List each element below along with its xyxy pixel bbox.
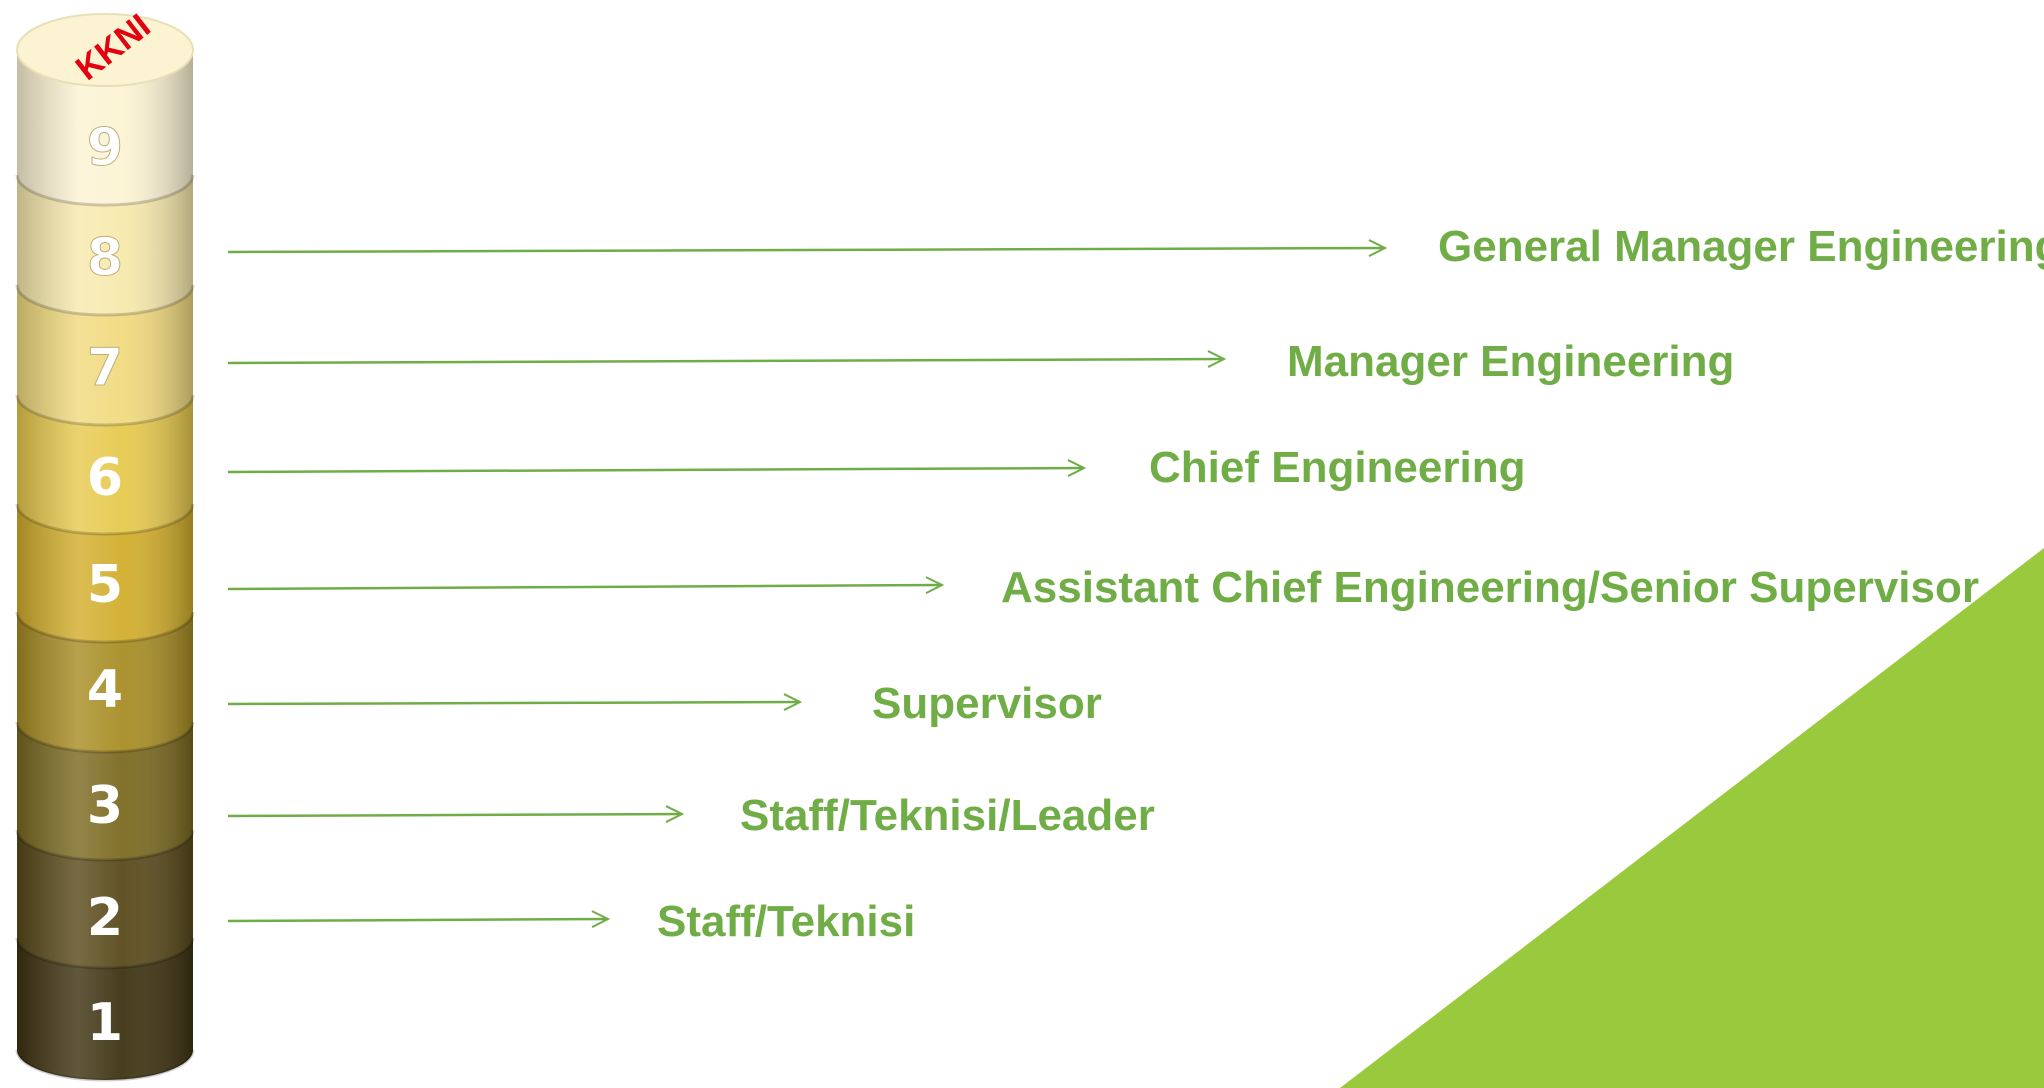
role-level-4: Supervisor <box>227 679 1102 728</box>
segment-shading <box>17 612 193 752</box>
corner-triangle <box>1340 548 2044 1088</box>
segment-rim <box>15 611 195 644</box>
segment-shading <box>17 50 193 205</box>
arrow-level-7 <box>227 359 1224 363</box>
arrow-level-3 <box>227 814 682 816</box>
level-number-5: 5 <box>87 555 123 615</box>
level-number-7: 7 <box>87 338 123 398</box>
arrow-level-6 <box>227 468 1084 472</box>
segment-rim <box>15 721 195 754</box>
segment-rim <box>15 394 195 427</box>
segment-shading <box>17 395 193 534</box>
segment-shading <box>17 175 193 315</box>
cylinder-segment-level-1 <box>15 938 195 1082</box>
role-level-7: Manager Engineering <box>227 337 1734 386</box>
level-number-4: 4 <box>87 660 123 720</box>
segment-rim <box>15 829 195 862</box>
role-label-level-6: Chief Engineering <box>1149 443 1525 492</box>
role-level-8: General Manager Engineering <box>227 222 2044 271</box>
segment-shading <box>17 722 193 860</box>
role-label-level-5: Assistant Chief Engineering/Senior Super… <box>1001 563 1979 612</box>
role-label-level-3: Staff/Teknisi/Leader <box>740 791 1155 840</box>
cylinder-top-cap <box>16 13 194 87</box>
role-label-level-4: Supervisor <box>872 679 1102 728</box>
level-number-2: 2 <box>87 888 123 948</box>
level-number-3: 3 <box>87 776 123 836</box>
role-arrows: Staff/Teknisi Staff/Teknisi/Leader Supervi… <box>227 222 2044 946</box>
segment-shading <box>17 938 193 1080</box>
level-number-8: 8 <box>87 228 123 288</box>
role-level-3: Staff/Teknisi/Leader <box>227 791 1155 840</box>
role-level-2: Staff/Teknisi <box>227 897 915 946</box>
role-label-level-2: Staff/Teknisi <box>657 897 915 946</box>
segment-shading <box>17 504 193 642</box>
segment-shading <box>17 830 193 968</box>
segment-rim <box>15 174 195 207</box>
cylinder-segment-level-6 <box>15 395 195 536</box>
role-level-6: Chief Engineering <box>227 443 1525 492</box>
cylinder-segment-level-5 <box>15 504 195 644</box>
arrow-level-8 <box>227 248 1385 252</box>
cylinder-segment-level-7 <box>15 285 195 427</box>
segment-rim <box>15 937 195 970</box>
cylinder-segment-level-4 <box>15 612 195 754</box>
level-number-1: 1 <box>87 993 123 1053</box>
segment-rim <box>15 284 195 317</box>
level-number-labels: 1 2 3 4 5 6 7 8 9 <box>86 118 123 1054</box>
arrow-level-5 <box>227 585 942 589</box>
role-label-level-8: General Manager Engineering <box>1438 222 2044 271</box>
segment-rim <box>15 503 195 536</box>
segment-shading <box>17 285 193 425</box>
role-level-5: Assistant Chief Engineering/Senior Super… <box>227 563 1979 612</box>
level-number-6: 6 <box>87 448 123 508</box>
arrow-level-2 <box>227 919 608 921</box>
segment-rim <box>15 1049 195 1082</box>
cylinder-segment-level-9 <box>15 50 195 207</box>
cylinder-segment-level-2 <box>15 830 195 970</box>
kkni-level-cylinder <box>15 13 195 1082</box>
role-label-level-7: Manager Engineering <box>1287 337 1734 386</box>
cylinder-segment-level-8 <box>15 175 195 317</box>
cylinder-segment-level-3 <box>15 722 195 862</box>
arrow-level-4 <box>227 702 800 704</box>
level-number-9: 9 <box>87 118 123 178</box>
